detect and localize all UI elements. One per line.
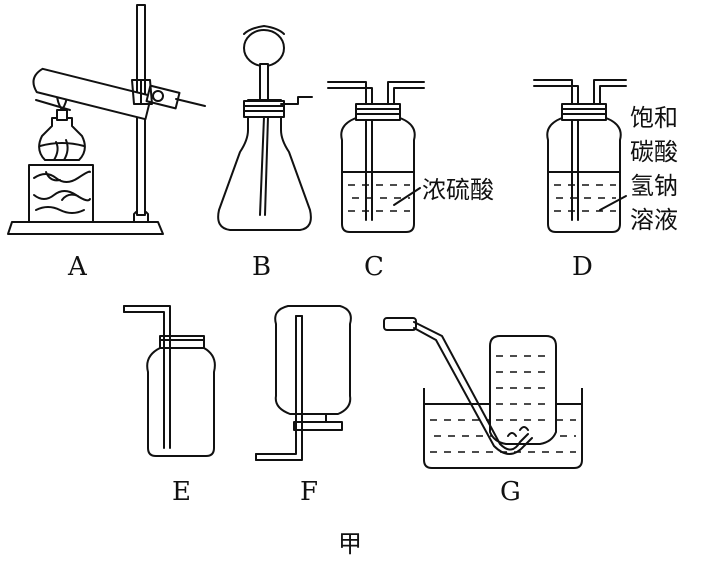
inlet-tube-d-top: [533, 79, 579, 105]
funnel-rim: [243, 25, 285, 35]
bottle-d: [546, 117, 622, 233]
flask-stopper: [243, 100, 285, 118]
reagent-d-line-4: 溶液: [630, 206, 678, 234]
tube-f-inner: [255, 315, 303, 461]
stopper-c: [355, 103, 401, 121]
funnel-bulb: [243, 29, 285, 67]
bottle-f-neck: [301, 413, 327, 423]
stand-base: [7, 221, 164, 235]
label-d: D: [572, 252, 593, 282]
delivery-tube-stub: [175, 98, 206, 107]
apparatus-c: 浓硫酸 C: [327, 81, 494, 282]
tube-f-outer: [255, 315, 297, 455]
label-f: F: [300, 477, 318, 507]
label-a: A: [67, 252, 88, 282]
inlet-tube-c-top: [327, 81, 367, 105]
apparatus-g: G: [383, 317, 583, 507]
reagent-d-line-2: 碳酸: [630, 138, 678, 166]
bottle-c: [340, 117, 416, 233]
lamp-wick: [53, 139, 69, 161]
apparatus-a: A: [7, 4, 206, 282]
figure-caption: 甲: [338, 530, 362, 558]
reagent-c: 浓硫酸: [422, 176, 494, 204]
label-g: G: [500, 477, 521, 507]
inlet-tube-c-inner: [327, 87, 373, 105]
apparatus-e: E: [123, 305, 216, 507]
funnel-stem: [259, 116, 265, 216]
test-tube-inner-line: [35, 99, 71, 111]
tube-e-inner: [123, 305, 171, 449]
tube-clamp: [131, 79, 153, 105]
delivery-tube-g-edge: [413, 327, 533, 455]
bottle-f: [274, 305, 352, 415]
delivery-tube-g: [413, 321, 529, 451]
wood-grain: [33, 170, 91, 214]
label-b: B: [252, 252, 271, 282]
pointer-c: [393, 187, 421, 206]
gas-bubbles: [507, 426, 529, 437]
reagent-d-line-3: 氢钠: [630, 172, 678, 200]
tube-e-outer: [123, 311, 165, 449]
test-tube: [32, 67, 153, 121]
rubber-tube: [383, 317, 417, 331]
bottle-e-mouth: [159, 335, 205, 349]
apparatus-b: B: [217, 25, 313, 282]
label-e: E: [172, 477, 191, 507]
clamp-screw: [152, 90, 164, 102]
outlet-tube-d: [593, 79, 627, 105]
reagent-d-line-1: 饱和: [630, 104, 678, 132]
apparatus-d: 饱和 碳酸 氢钠 溶液 D: [533, 79, 678, 282]
flask-outlet-tube: [280, 96, 313, 105]
stopper-d: [561, 103, 607, 121]
conical-flask: [217, 99, 312, 231]
bottle-e: [146, 347, 216, 457]
apparatus-f: F: [255, 305, 352, 507]
pointer-d: [599, 195, 627, 211]
alcohol-lamp: [38, 117, 86, 161]
outlet-tube-c: [387, 81, 425, 105]
lamp-wick-holder: [56, 109, 68, 121]
lamp-liquid: [39, 142, 85, 147]
label-c: C: [364, 252, 384, 282]
funnel-stem-edge: [264, 116, 269, 216]
bottle-f-mouth: [293, 421, 343, 431]
